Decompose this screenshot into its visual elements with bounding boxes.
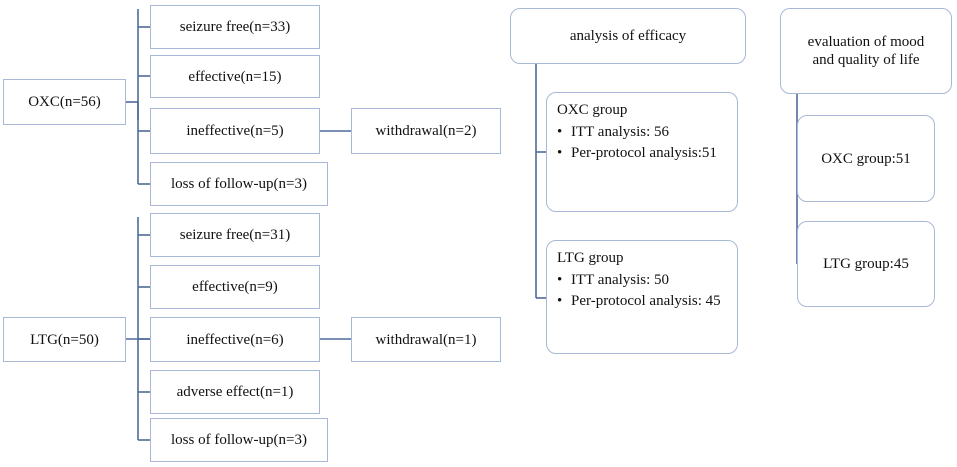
ltg-effective-box: effective(n=9) [150, 265, 320, 309]
oxc-seizure-free-box: seizure free(n=33) [150, 5, 320, 49]
ltg-withdrawal-box: withdrawal(n=1) [351, 317, 501, 362]
efficacy-oxc-group-title: OXC group [557, 102, 628, 118]
ltg-seizure-free-box: seizure free(n=31) [150, 213, 320, 257]
oxc-ineffective-box: ineffective(n=5) [150, 108, 320, 154]
efficacy-ltg-itt: ITT analysis: 50 [557, 271, 721, 289]
efficacy-title-box: analysis of efficacy [510, 8, 746, 64]
mood-title-box: evaluation of mood and quality of life [780, 8, 952, 94]
efficacy-oxc-itt: ITT analysis: 56 [557, 123, 717, 141]
oxc-loss-followup-box: loss of follow-up(n=3) [150, 162, 328, 206]
ltg-loss-followup-box: loss of follow-up(n=3) [150, 418, 328, 462]
oxc-withdrawal-box: withdrawal(n=2) [351, 108, 501, 154]
ltg-ineffective-box: ineffective(n=6) [150, 317, 320, 362]
efficacy-oxc-group-box: OXC group ITT analysis: 56 Per-protocol … [546, 92, 738, 212]
ltg-adverse-effect-box: adverse effect(n=1) [150, 370, 320, 414]
mood-oxc-box: OXC group:51 [797, 115, 935, 202]
efficacy-ltg-group-box: LTG group ITT analysis: 50 Per-protocol … [546, 240, 738, 354]
ltg-root-box: LTG(n=50) [3, 317, 126, 362]
efficacy-ltg-group-title: LTG group [557, 250, 624, 266]
mood-ltg-box: LTG group:45 [797, 221, 935, 307]
oxc-root-box: OXC(n=56) [3, 79, 126, 125]
oxc-effective-box: effective(n=15) [150, 55, 320, 98]
efficacy-ltg-per-protocol: Per-protocol analysis: 45 [557, 292, 721, 310]
mood-title-line1: evaluation of mood [807, 34, 925, 50]
mood-title-line2: and quality of life [812, 52, 920, 68]
efficacy-oxc-per-protocol: Per-protocol analysis:51 [557, 144, 717, 162]
